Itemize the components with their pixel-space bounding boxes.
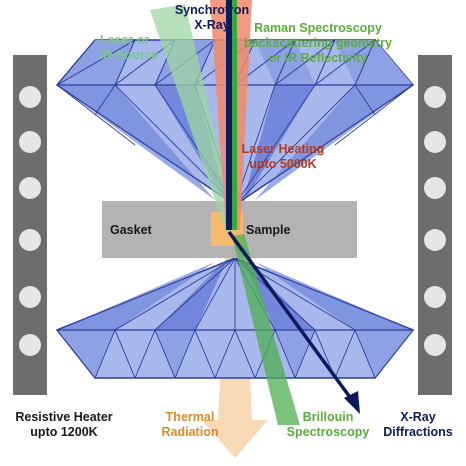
laser-heating-label-line2: upto 5000K [249,157,317,171]
laser-label: Laser or IR Source [100,33,158,63]
brillouin-beam [232,234,300,425]
synchrotron-label-line2: X-Ray [194,18,230,32]
raman-label-line3: or IR Reflectivity [268,51,368,65]
lower-diamond [55,257,415,379]
laser-beam [150,4,238,232]
xray-diffraction-arrow [227,230,360,414]
thermal-radiation-label-line1: Thermal [165,410,215,424]
sample-label: Sample [246,223,291,237]
thermal-radiation-label-line2: Radiation [161,425,219,439]
resistive-heater-label: Resistive Heater upto 1200K [4,410,124,440]
raman-label-line2: backscattering geometry [244,36,392,50]
raman-center-line [232,0,237,230]
brillouin-label: Brillouin Spectroscopy [283,410,373,440]
synchrotron-label-line1: Synchrotron [174,3,250,17]
xray-diffractions-label-line1: X-Ray [400,410,436,424]
synchrotron-beam [226,0,232,230]
raman-label: Raman Spectroscopy backscattering geomet… [243,21,393,66]
xray-diffractions-label: X-Ray Diffractions [378,410,458,440]
laser-label-line2: IR Source [100,48,159,62]
xray-diffractions-label-line2: Diffractions [383,425,453,439]
thermal-radiation-label: Thermal Radiation [155,410,225,440]
left-heater [13,55,47,395]
synchrotron-label: Synchrotron X-Ray [172,3,252,33]
brillouin-label-line1: Brillouin [302,410,354,424]
gasket-label: Gasket [110,223,152,237]
raman-label-line1: Raman Spectroscopy [254,21,382,35]
brillouin-label-line2: Spectroscopy [286,425,370,439]
laser-heating-label-line1: Laser Heating [241,142,325,156]
right-heater [418,55,452,395]
laser-label-line1: Laser or [100,33,150,47]
laser-heating-label: Laser Heating upto 5000K [238,142,328,172]
resistive-heater-label-line2: upto 1200K [30,425,98,439]
resistive-heater-label-line1: Resistive Heater [15,410,113,424]
